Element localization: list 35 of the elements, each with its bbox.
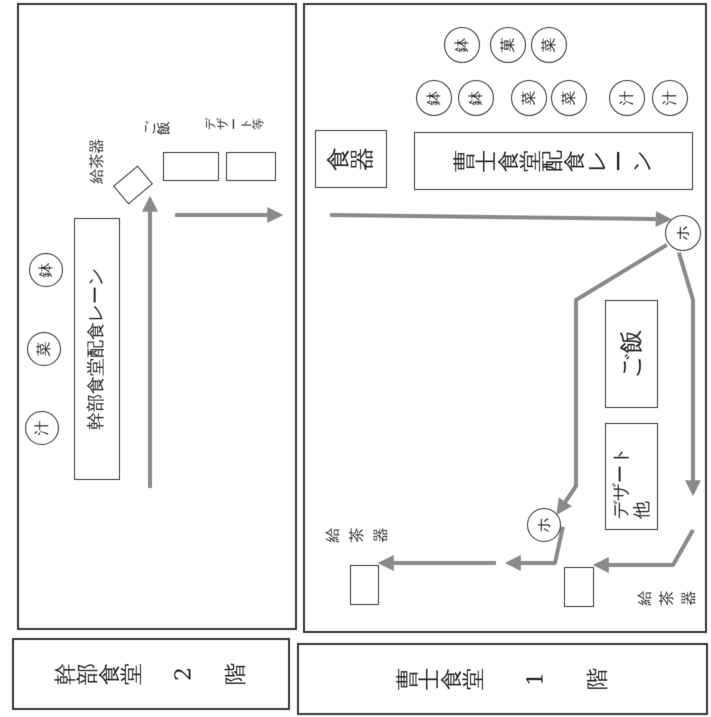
dish-circle: 汁 [25,411,59,445]
serving-lane-box: 幹部食堂配食レーン [74,218,120,480]
counter-label: デザート等 [205,117,265,131]
dish-circle: 菓 [490,27,526,63]
counter-label: 給茶器 [88,138,106,184]
dish-circle: 汁 [609,80,645,116]
dish-circle: 鉢 [458,80,494,116]
dish-circle: 菜 [511,80,547,116]
counter-label: 給茶器 [638,590,696,607]
counter-label: ご飯 [143,120,171,136]
dish-circle: 鉢 [416,80,452,116]
flow-arrow [676,252,701,496]
floor-panel [303,3,707,633]
counter-box: デザート他 [605,423,658,530]
counter-box: ご飯 [605,300,658,408]
floor-panel [17,3,297,630]
dish-circle: ホ [665,215,701,251]
dish-circle: 菜 [551,80,587,116]
dish-circle: 鉢 [444,27,480,63]
flow-arrow [330,211,672,228]
dish-circle: 菜 [27,332,61,366]
dish-circle: 汁 [652,80,688,116]
tableware-box: 食器 [315,130,387,188]
dish-circle: 菜 [531,27,567,63]
flow-arrow [592,529,695,573]
flow-arrow [556,243,668,516]
counter-label: 給茶器 [326,526,388,544]
dish-circle: 鉢 [29,253,63,287]
flow-arrow [378,555,496,571]
floor-label-box: 幹部食堂 2 階 [12,638,290,710]
flow-arrow [142,196,158,488]
flow-arrow [504,526,565,571]
serving-lane-box: 曹士食堂配食レーン [414,132,693,190]
floor-label-box: 曹士食堂 1 階 [297,643,708,715]
dish-circle: ホ [527,508,561,542]
